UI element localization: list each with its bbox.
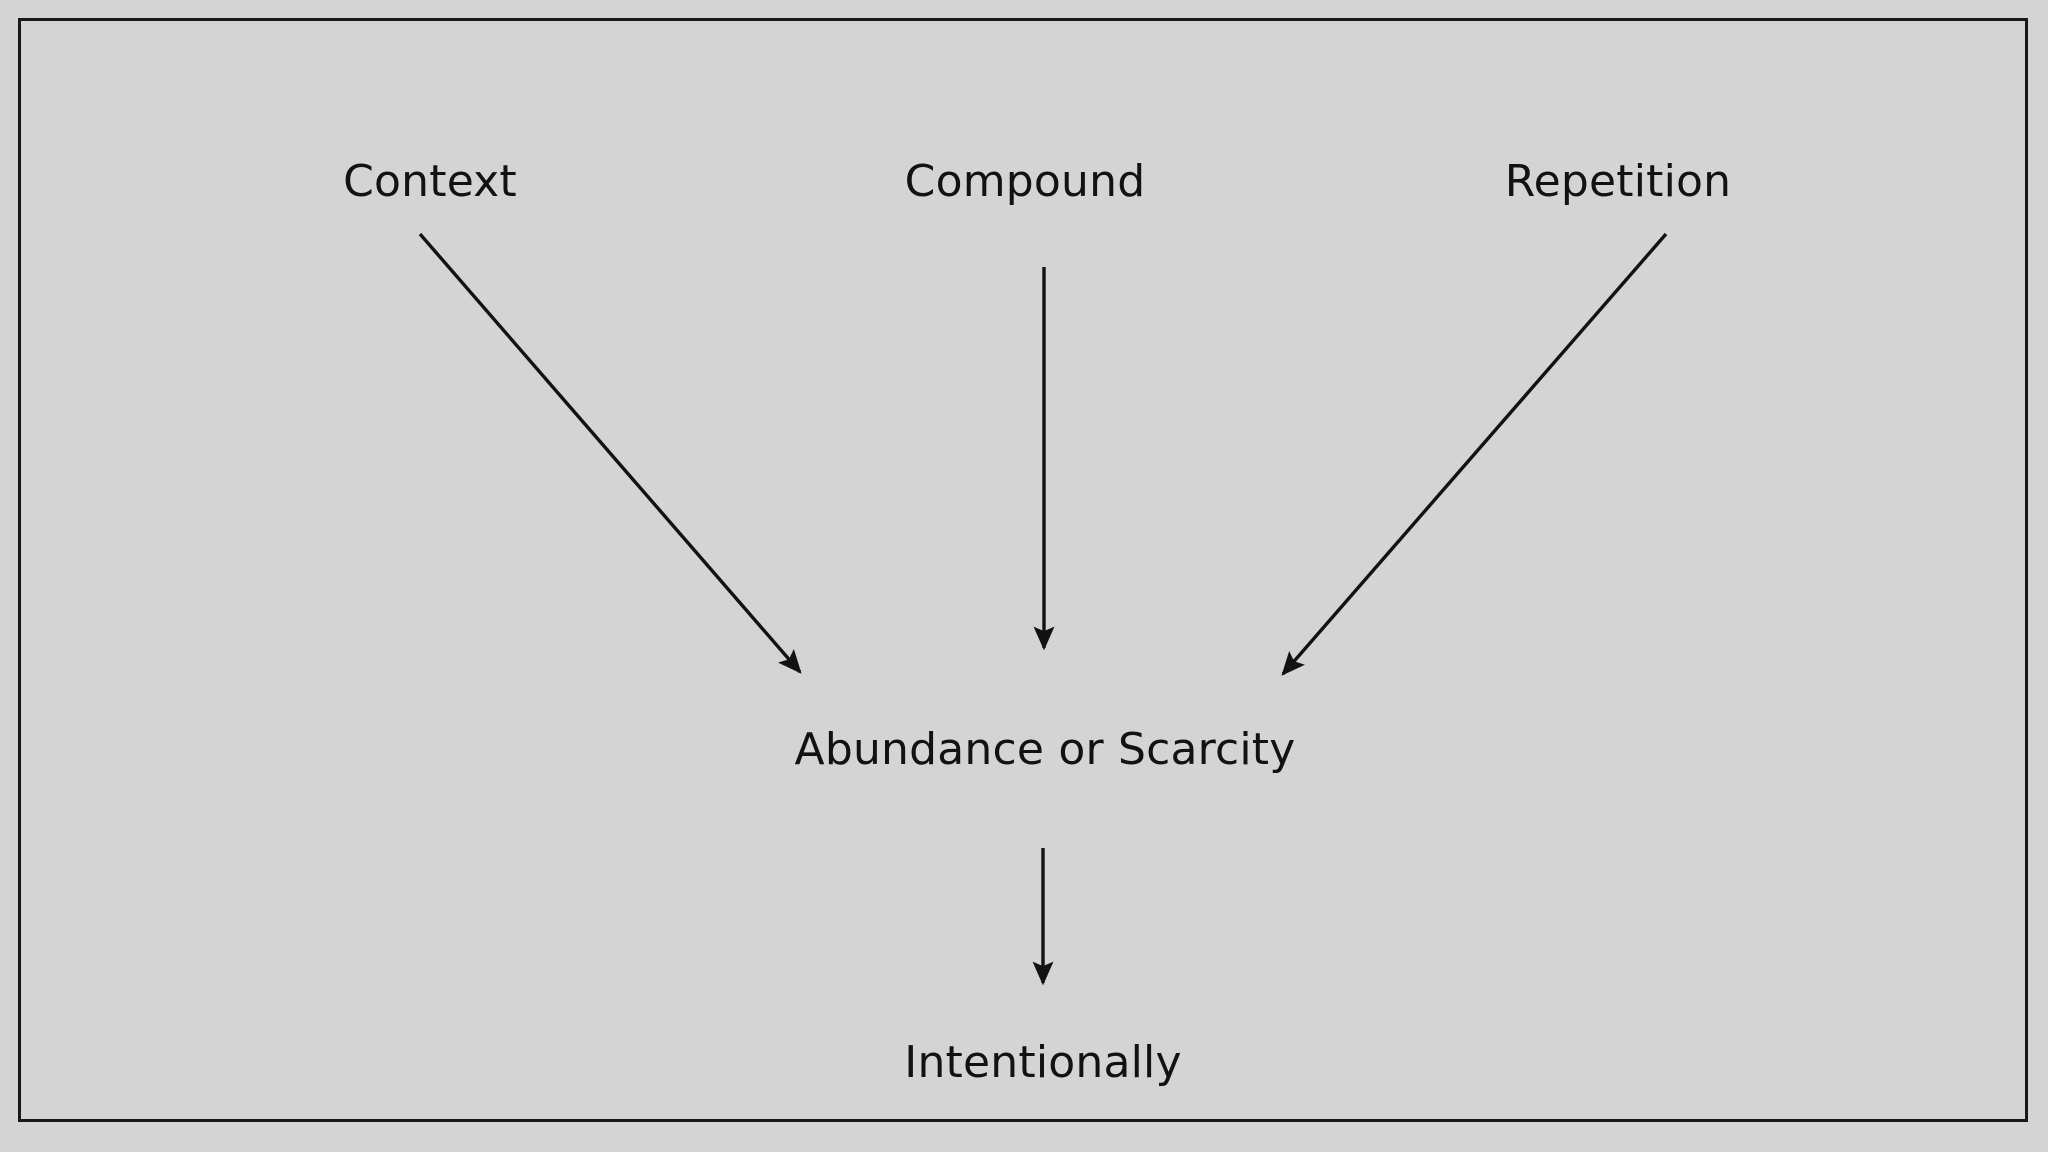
node-label-repetition: Repetition (1504, 156, 1732, 207)
node-label-compound: Compound (904, 156, 1146, 207)
edge-context-to-outcome (418, 232, 802, 674)
node-label-abundance-or-scarcity: Abundance or Scarcity (794, 724, 1296, 775)
diagram-border-frame (18, 18, 2028, 1122)
node-label-context: Context (343, 156, 517, 207)
node-label-intentionally: Intentionally (904, 1037, 1182, 1088)
edge-repetition-to-outcome (1281, 232, 1668, 676)
